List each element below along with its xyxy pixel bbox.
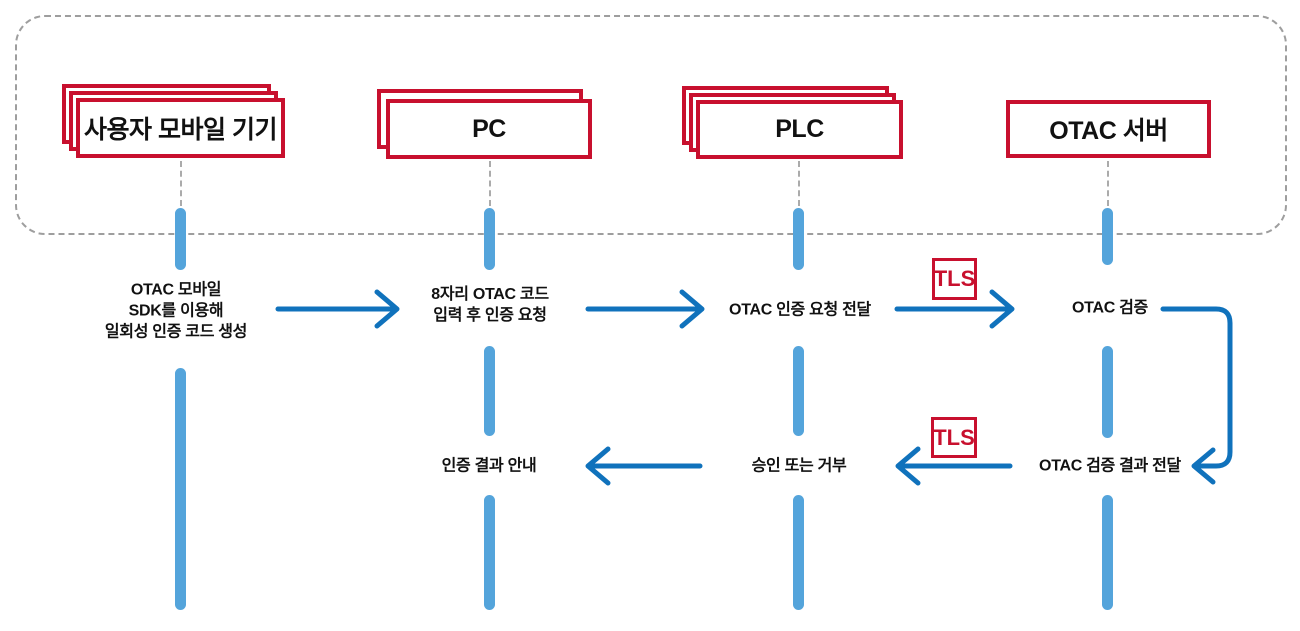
arrow-verify-self-loop <box>1160 306 1233 469</box>
message-result-notice: 인증 결과 안내 <box>441 457 537 475</box>
message-forward-request: OTAC 인증 요청 전달 <box>729 301 871 319</box>
arrow-server-to-plc-head <box>895 446 921 486</box>
lifeline-col3-seg3 <box>793 495 804 610</box>
message-verify: OTAC 검증 <box>1072 299 1148 317</box>
dashed-connector-col4 <box>1107 161 1109 206</box>
tls-badge-response: TLS <box>931 417 977 458</box>
card-front: 사용자 모바일 기기 <box>76 98 285 158</box>
dashed-connector-col1 <box>180 161 182 206</box>
dashed-connector-col3 <box>798 161 800 206</box>
message-approve-deny: 승인 또는 거부 <box>751 457 847 475</box>
lifeline-col3-seg1 <box>793 208 804 270</box>
arrow-plc-to-server-head <box>989 289 1015 329</box>
lifeline-col4-seg1 <box>1102 208 1113 265</box>
lifeline-col4-seg2 <box>1102 346 1113 438</box>
message-verify-result: OTAC 검증 결과 전달 <box>1039 457 1181 475</box>
lifeline-col3-seg2 <box>793 346 804 436</box>
actor-pc: PC <box>377 89 592 159</box>
actor-label-otac-server: OTAC 서버 <box>1049 117 1168 145</box>
lifeline-col1-seg1 <box>175 208 186 270</box>
lifeline-col2-seg3 <box>484 495 495 610</box>
lifeline-col4-seg3 <box>1102 495 1113 610</box>
card-front: PLC <box>696 100 903 159</box>
arrow-mobile-to-pc-head <box>374 289 400 329</box>
arrow-verify-self-loop-head <box>1191 447 1216 485</box>
lifeline-col1-seg2 <box>175 368 186 610</box>
actor-label-user-mobile: 사용자 모바일 기기 <box>84 116 277 144</box>
lifeline-col2-seg2 <box>484 346 495 436</box>
system-boundary <box>15 15 1287 235</box>
dashed-connector-col2 <box>489 161 491 206</box>
arrow-plc-to-pc-head <box>585 446 611 486</box>
card-front: PC <box>386 99 592 159</box>
actor-label-plc: PLC <box>775 115 824 143</box>
lifeline-col2-seg1 <box>484 208 495 270</box>
actor-label-pc: PC <box>472 114 506 143</box>
actor-plc: PLC <box>682 86 903 159</box>
card-front: OTAC 서버 <box>1006 100 1211 158</box>
tls-badge-request: TLS <box>932 258 977 300</box>
actor-user-mobile-device: 사용자 모바일 기기 <box>62 84 285 158</box>
message-generate-code: OTAC 모바일 SDK를 이용해 일회성 인증 코드 생성 <box>104 281 248 341</box>
message-enter-code: 8자리 OTAC 코드 입력 후 인증 요청 <box>431 285 549 324</box>
arrow-pc-to-plc-head <box>679 289 705 329</box>
actor-otac-server: OTAC 서버 <box>1006 100 1211 158</box>
